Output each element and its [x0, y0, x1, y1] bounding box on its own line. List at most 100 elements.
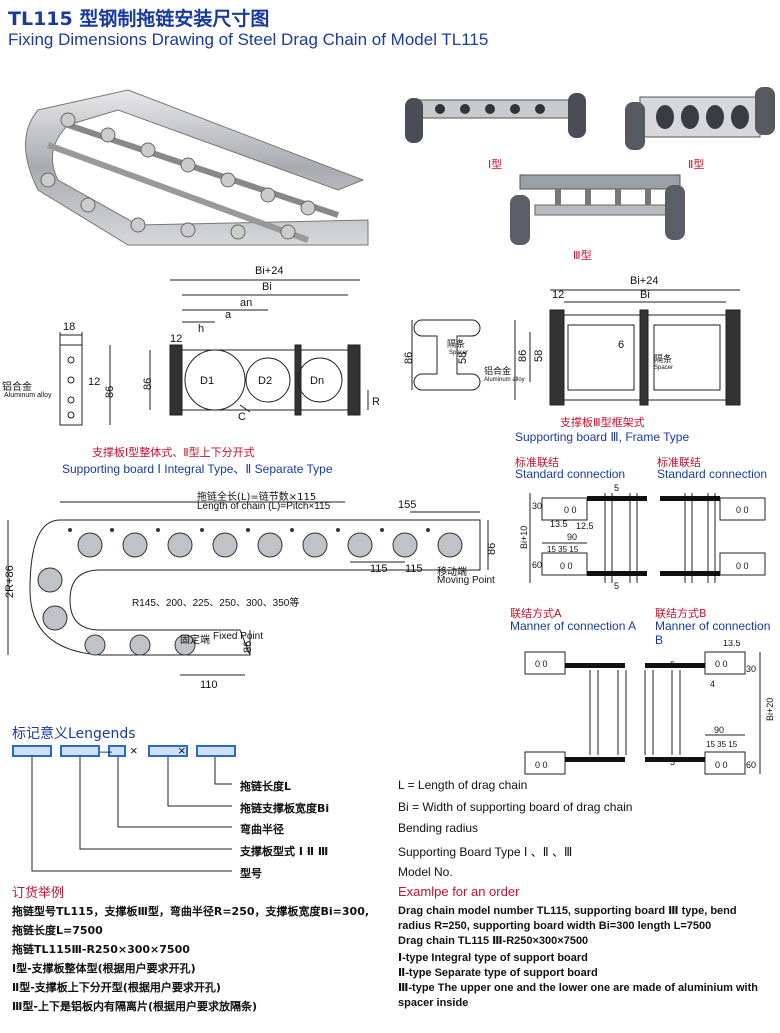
std-dim-5a: 5: [614, 483, 619, 493]
dim-bi-label: Bi: [262, 281, 272, 293]
legend-item-length-cn: 拖链长度L: [240, 780, 292, 793]
legend-title: 标记意义Lengends: [12, 726, 136, 742]
board-type1-drawing: 18 12 86 86 Bi+24 Bi an a h 12 D1 D2 Dn …: [59, 265, 380, 426]
order-cn-line-4: Ⅰ型-支撑板整体型(根据用户要求开孔): [12, 962, 196, 975]
order-lines-cn: 拖链型号TL115，支撑板Ⅲ型，弯曲半径R=250，支撑板宽度Bi=300, 拖…: [12, 902, 392, 1016]
type3-label: Ⅲ型: [573, 249, 592, 262]
radius-list: R145、200、225、250、300、350等: [132, 596, 299, 609]
legend-item-radius-en: Bending radius: [398, 821, 479, 835]
dim-12-label: 12: [88, 376, 100, 388]
order-cn-line-6: Ⅲ型-上下是铝板内有隔离片(根据用户要求放隔条): [12, 1000, 258, 1013]
order-cn-line-3: 拖链TL115Ⅲ-R250×300×7500: [12, 943, 190, 956]
ab-dim-13-5: 13.5: [723, 640, 741, 648]
type2-photo: [625, 87, 775, 150]
legend-box-radius: [108, 745, 126, 757]
c-label: C: [238, 411, 246, 423]
legend-item-width-en: Bi = Width of supporting board of drag c…: [398, 800, 633, 814]
frame-dim-58b: 58: [533, 350, 545, 362]
legend-times-2: ×: [178, 743, 186, 758]
frame-caption-en: Supporting board Ⅲ, Frame Type: [515, 430, 690, 444]
std-dim-30: 30: [532, 501, 542, 511]
a-oo-1: 0 0: [535, 659, 548, 669]
type2-label: Ⅱ型: [688, 158, 705, 171]
order-en-line-3: Drag chain TL115 Ⅲ-R250×300×7500: [398, 935, 589, 947]
chain-length-en: Length of chain (L)=Pitch×115: [197, 501, 331, 512]
order-en-line-5: Ⅱ-type Separate type of support board: [398, 967, 598, 979]
legend-item-type-cn: 支撑板型式 Ⅰ Ⅱ Ⅲ: [240, 845, 329, 858]
type1-photo: [405, 93, 586, 143]
frame-alloy-cn: 铝合金: [484, 367, 512, 377]
ab-dim-60: 60: [746, 760, 756, 770]
order-cn-line-2: 拖链长度L=7500: [12, 924, 103, 937]
frame-dim-58a: 58: [457, 352, 469, 364]
frame-dim-86a: 86: [403, 352, 415, 364]
a-oo-2: 0 0: [535, 760, 548, 770]
std-dim-5b: 5: [614, 581, 619, 591]
dim-86-small-label: 86: [104, 386, 116, 398]
dim-115a: 115: [370, 563, 388, 575]
dim-h-label: h: [198, 323, 204, 335]
moving-point-cn: 移动端: [437, 567, 467, 578]
frame-caption-cn: 支撑板Ⅲ型框架式: [560, 416, 645, 429]
chain-length-cn: 拖链全长(L)=链节数×115: [197, 492, 317, 503]
standard-connection2-cn: 标准联结: [657, 456, 701, 469]
std-dim-60: 60: [532, 560, 542, 570]
ab-dim-30: 30: [746, 664, 756, 674]
chain-layout-drawing: 155 115 115 86 2R+86 86 110 R145、200、225…: [4, 499, 498, 691]
ab-dim-5b: 5: [670, 757, 675, 767]
board-caption-cn: 支撑板Ⅰ型整体式、Ⅱ型上下分开式: [92, 446, 255, 459]
order-en-line-7: spacer inside: [398, 997, 469, 1009]
spacer-label-en: Spacer: [449, 350, 469, 356]
dim-a-label: a: [225, 309, 232, 321]
standard-connection2-en: Standard connection: [657, 467, 768, 481]
legend-item-model-en: Model No.: [398, 865, 453, 879]
fixed-point-cn: 固定端: [180, 635, 210, 646]
standard-connection-cn: 标准联结: [515, 456, 559, 469]
order-lines-en: Drag chain model number TL115, supportin…: [398, 904, 778, 1011]
std-oo-3: 0 0: [736, 505, 749, 515]
connection-a-cn: 联结方式A: [510, 607, 562, 620]
connection-ab-drawing: 0 0 0 0 0 0 0 0 5 5 4 13.5 30 90 15 35 1…: [524, 640, 775, 775]
page-title-en: Fixing Dimensions Drawing of Steel Drag …: [8, 30, 489, 49]
legend-times-1: ×: [130, 743, 138, 758]
order-en-line-4: Ⅰ-type Integral type of support board: [398, 952, 588, 964]
order-en-line-6: Ⅲ-type The upper one and the lower one a…: [398, 982, 758, 994]
std-dim-90: 90: [567, 532, 577, 542]
order-title-en: Examlpe for an order: [398, 884, 520, 899]
order-en-line-2: radius R=250, supporting board width Bi=…: [398, 920, 712, 932]
standard-connection-drawing: 30 0 0 13.5 12.5 90 15 35 15 0 0 60 Bi+1…: [519, 483, 766, 591]
std-oo-1: 0 0: [564, 505, 577, 515]
order-en-line-1: Drag chain model number TL115, supportin…: [398, 905, 737, 917]
dim-110: 110: [200, 679, 218, 691]
spacer-label-cn: 隔条: [447, 340, 466, 350]
frame-6: 6: [618, 339, 624, 351]
dim-86-chain: 86: [486, 543, 498, 555]
drag-chain-photo: [25, 89, 369, 246]
legend-box-length: [196, 745, 236, 757]
std-oo-2: 0 0: [560, 561, 573, 571]
dim-115b: 115: [405, 563, 423, 575]
ab-dim-5a: 5: [670, 660, 675, 670]
frame-bi: Bi: [640, 289, 650, 301]
page-title-cn: TL115 型钢制拖链安装尺寸图: [8, 8, 270, 30]
legend-item-model-cn: 型号: [240, 867, 262, 880]
spacer-label2-en: Spacer: [654, 365, 674, 371]
moving-point-en: Moving Point: [437, 575, 495, 586]
dim-86-fixed: 86: [242, 641, 254, 653]
legend-item-type-en: Supporting Board Type Ⅰ 、Ⅱ 、Ⅲ: [398, 845, 573, 859]
board-type3-drawing: 86 58 86 58 Bi+24 Bi 12 6: [403, 275, 741, 406]
ab-dim-90: 90: [714, 725, 724, 735]
dim-bi24-label: Bi+24: [255, 265, 283, 277]
std-dim-12-5: 12.5: [576, 521, 594, 531]
order-title-cn: 订货举例: [12, 886, 65, 901]
order-cn-line-5: Ⅱ型-支撑板上下分开型(根据用户要求开孔): [12, 981, 221, 994]
dn-label: Dn: [310, 375, 324, 387]
b-oo-2: 0 0: [715, 760, 728, 770]
frame-12: 12: [552, 289, 564, 301]
std-dim-153515: 15 35 15: [547, 545, 579, 554]
dim-an-label: an: [240, 297, 252, 309]
alloy-label-en: Aluminum alloy: [4, 392, 52, 399]
legend-item-length-en: L = Length of drag chain: [398, 778, 528, 792]
std-dim-bi10: Bi+10: [519, 526, 529, 549]
legend-box-model: [12, 745, 52, 757]
